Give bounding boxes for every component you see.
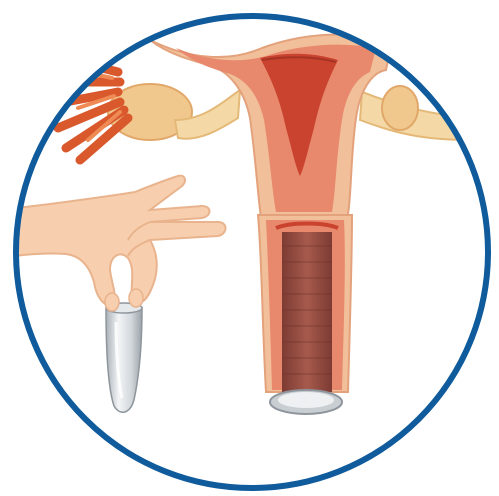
vaginal-canal	[258, 215, 352, 392]
insertion-ring	[270, 390, 342, 414]
